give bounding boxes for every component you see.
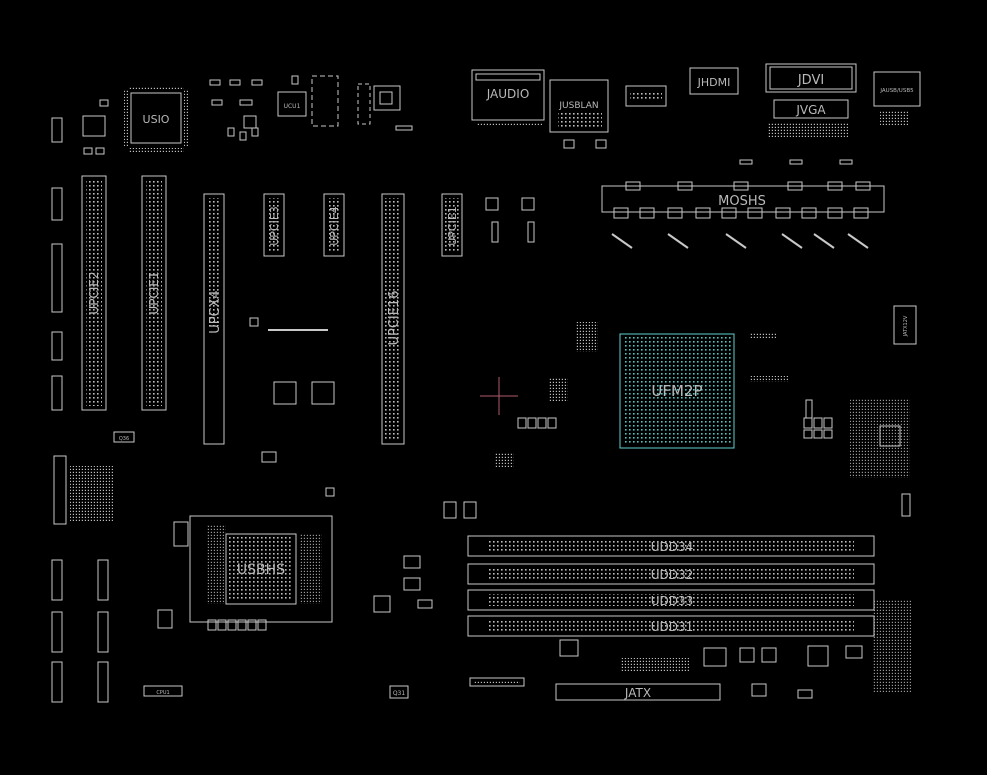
- upcie4-label: UPCIE4: [328, 206, 341, 246]
- mos-label: MOSHS: [718, 194, 766, 209]
- jatx12v-connector: JATX12V: [893, 305, 917, 345]
- jhdmi-connector: JHDMI: [689, 67, 739, 95]
- upcie1-label: UPCIE1: [147, 271, 161, 314]
- moshs-area: MOSHS: [601, 159, 885, 249]
- q31-label: Q31: [393, 690, 406, 697]
- jusblan-label: JUSBLAN: [558, 101, 598, 111]
- udd34-label: UDD34: [651, 540, 694, 554]
- q36-label: Q36: [119, 436, 129, 442]
- usio-chip: USIO: [124, 86, 188, 152]
- usbhs-label: USBHS: [237, 562, 285, 578]
- ucu1-chip: UCU1: [277, 75, 413, 131]
- jvga-label: JVGA: [795, 103, 826, 117]
- upcie2-label: UPCIE2: [87, 271, 101, 314]
- jhdmi-label: JHDMI: [697, 76, 731, 89]
- jatx-connector: JATX: [555, 683, 721, 701]
- jatx-label: JATX: [624, 686, 651, 700]
- upcx4-slot: UPCX4: [203, 193, 225, 445]
- left-bottom-parts: CPU1: [70, 466, 183, 697]
- dimm-udd32: UDD32: [467, 563, 875, 585]
- usbhs-chipset: USBHS: [173, 515, 333, 631]
- bottom-parts: [469, 600, 912, 699]
- ucu1-label: UCU1: [284, 103, 301, 110]
- udd33-label: UDD33: [651, 594, 694, 608]
- mid-parts: Q36: [113, 197, 813, 519]
- cpu-label: UFM2P: [651, 382, 702, 400]
- cpu-left-parts: [494, 322, 598, 468]
- upcie2-slot: UPCIE2: [81, 175, 107, 411]
- upcie3-slot: UPCIE3: [263, 193, 285, 257]
- upcx4-label: UPCX4: [208, 290, 223, 334]
- jaudio-connector: JAUDIO: [471, 69, 545, 126]
- origin-crosshair: [480, 377, 518, 415]
- jusb-label: JAUSB/USB5: [879, 88, 914, 94]
- usio-label: USIO: [143, 113, 170, 126]
- cpu-right-cluster: [803, 398, 911, 517]
- dimm-udd33: UDD33: [467, 589, 875, 611]
- jausb-connector: JAUSB/USB5: [873, 71, 921, 126]
- jvga-connector: JVGA: [768, 99, 849, 138]
- jdvi-connector: JDVI: [765, 63, 857, 93]
- dimm-udd34: UDD34: [467, 535, 875, 557]
- small-header-top: [625, 85, 667, 107]
- upcie5-label: UPCIE1: [446, 206, 459, 246]
- upcie16-slot: UPCIE16: [381, 193, 405, 445]
- udd32-label: UDD32: [651, 568, 694, 582]
- jusblan-connector: JUSBLAN: [549, 79, 609, 149]
- dimm-udd31: UDD31: [467, 615, 875, 637]
- jdvi-label: JDVI: [797, 73, 824, 88]
- cpu-socket: UFM2P: [619, 332, 788, 449]
- left-headers: [51, 187, 109, 703]
- upcie4-slot: UPCIE4: [323, 193, 345, 257]
- cpu1-label: CPU1: [156, 690, 169, 696]
- chipset-right-parts: Q31: [373, 555, 433, 699]
- jaudio-label: JAUDIO: [486, 87, 530, 101]
- jatx12v-label: JATX12V: [903, 315, 909, 337]
- udd31-label: UDD31: [651, 620, 694, 634]
- upcie3-label: UPCIE3: [268, 206, 281, 246]
- top-left-parts: [51, 79, 263, 155]
- upcie-short-slot: UPCIE1: [441, 193, 463, 257]
- upcie1-slot: UPCIE1: [141, 175, 167, 411]
- upcie16-label: UPCIE16: [387, 290, 402, 345]
